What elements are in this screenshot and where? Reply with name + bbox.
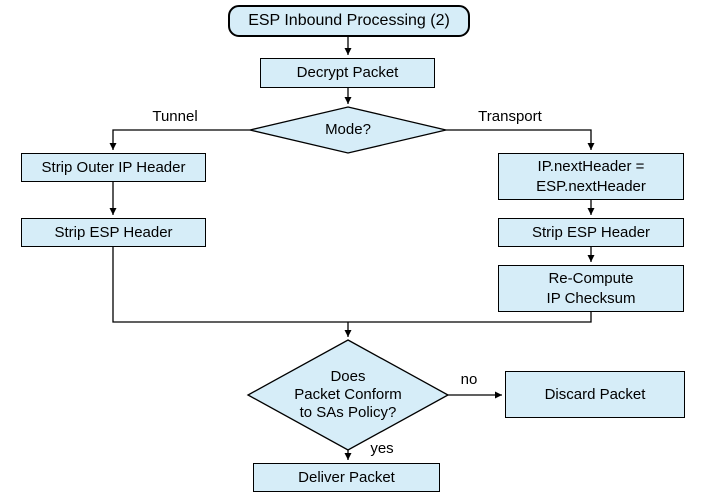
connector-right-merge <box>348 312 592 323</box>
edge-label-yes: yes <box>370 440 394 457</box>
node-ip-nextheader: IP.nextHeader = ESP.nextHeader <box>498 153 684 200</box>
edge-label-no: no <box>460 371 478 388</box>
node-strip-esp-header-tunnel: Strip ESP Header <box>21 218 206 247</box>
edge-label-transport: Transport <box>478 108 542 125</box>
node-decrypt-packet: Decrypt Packet <box>260 58 435 88</box>
node-recompute-ip-checksum: Re-Compute IP Checksum <box>498 265 684 312</box>
node-deliver-packet: Deliver Packet <box>253 463 440 492</box>
node-start: ESP Inbound Processing (2) <box>228 5 470 37</box>
policy-diamond-shape <box>246 339 450 451</box>
node-strip-outer-ip-header: Strip Outer IP Header <box>21 153 206 182</box>
node-discard-packet: Discard Packet <box>505 371 685 418</box>
connector-left-merge <box>112 247 348 323</box>
connector-mode-transport <box>446 129 595 150</box>
edge-label-tunnel: Tunnel <box>152 108 198 125</box>
node-strip-esp-header-transport: Strip ESP Header <box>498 218 684 247</box>
mode-diamond-shape <box>249 106 447 154</box>
connector-mode-tunnel <box>109 129 250 150</box>
